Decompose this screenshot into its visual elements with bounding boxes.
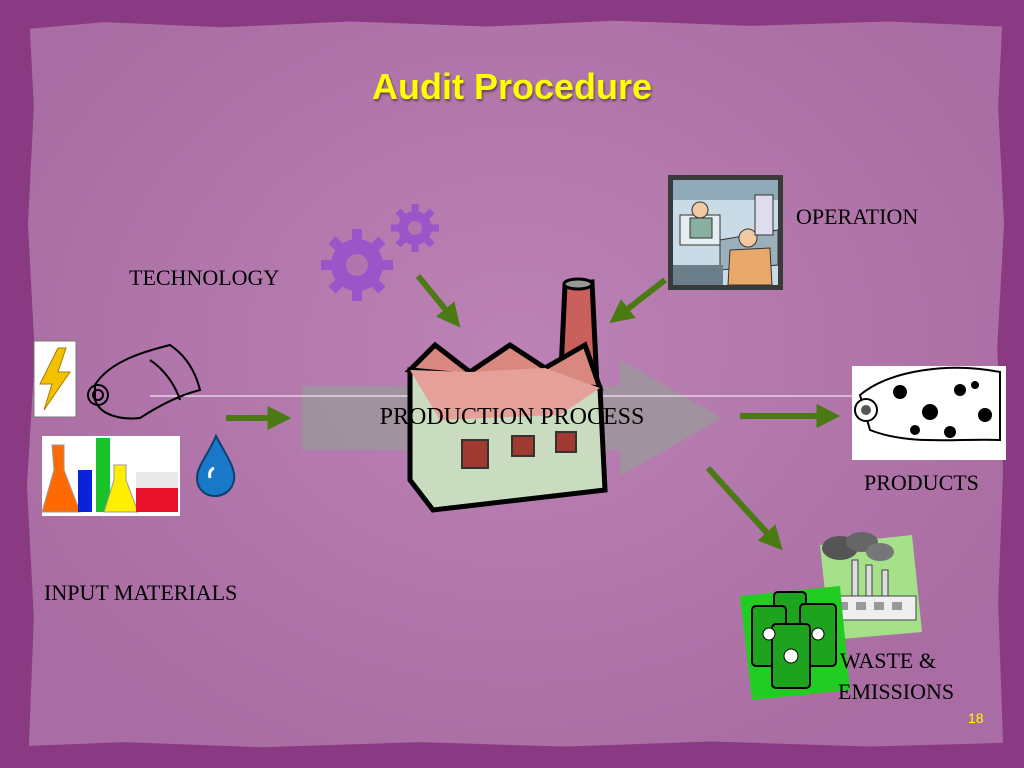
- waste-label-line2: EMISSIONS: [838, 679, 955, 704]
- input-materials-label: INPUT MATERIALS: [44, 580, 238, 605]
- technology-label: TECHNOLOGY: [129, 265, 280, 290]
- products-label: PRODUCTS: [864, 470, 979, 495]
- lightning-icon: [33, 340, 77, 418]
- arrow-process-to-waste: [705, 465, 783, 551]
- operation-label: OPERATION: [796, 204, 919, 229]
- water-drop-icon: [195, 433, 236, 498]
- polluting-plant-icon: [820, 532, 922, 640]
- toxic-barrels-icon: [740, 586, 850, 700]
- lab-flasks-icon: [41, 436, 180, 516]
- slide-title: Audit Procedure: [371, 66, 653, 107]
- production-process-label: PRODUCTION PROCESS: [379, 404, 645, 430]
- arrow-technology-to-process: [415, 274, 461, 328]
- waste-label-line1: WASTE &: [840, 648, 936, 673]
- rolled-cloth-icon: [87, 343, 202, 420]
- slide-number: 18: [968, 710, 984, 726]
- arrow-operation-to-process: [609, 277, 667, 324]
